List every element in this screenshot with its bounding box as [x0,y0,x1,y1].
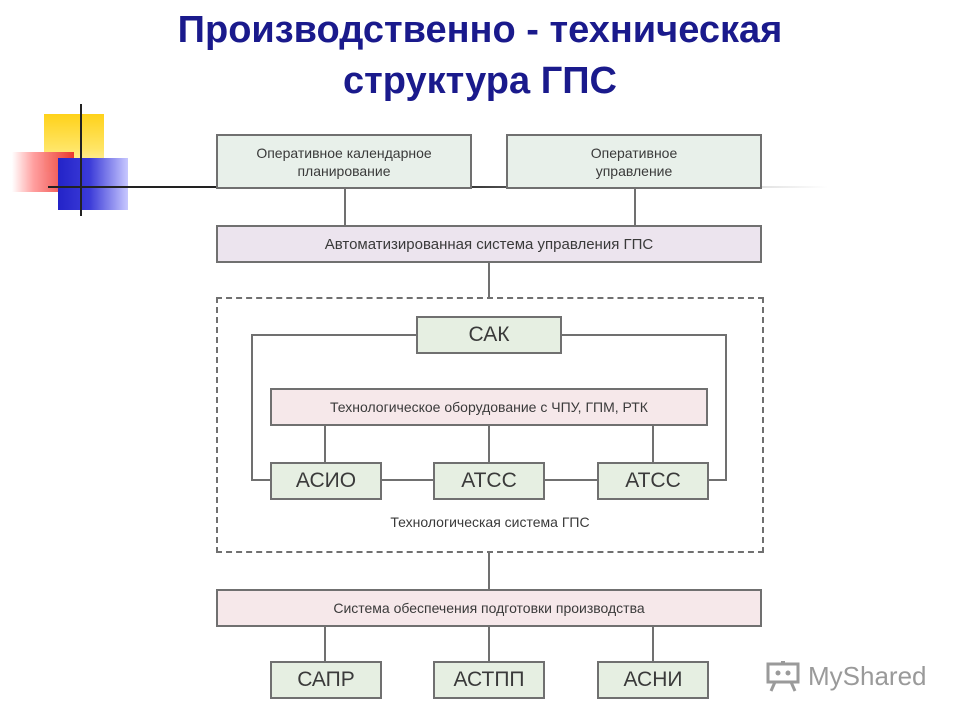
equipment-box: Технологическое оборудование с ЧПУ, ГПМ,… [270,388,708,426]
astpp-box: АСТПП [433,661,545,699]
tech-system-label: Технологическая система ГПС [390,514,590,530]
connector-sak-left [251,334,416,336]
connector-asu-tech-system [488,263,490,297]
calendar-planning-line-1: Оперативное календарное [256,144,432,161]
connector-sak-asio [251,479,271,481]
myshared-watermark: MyShared [766,656,927,696]
connector-asio-atss-1 [382,479,433,481]
operational-control-line-1: Оперативное [590,144,678,161]
connector-sak-left-down [251,334,253,481]
asu-box: Автоматизированная система управления ГП… [216,225,762,263]
decor-vertical-line [80,104,82,216]
asni-box: АСНИ [597,661,709,699]
connector-support-sapr [324,627,326,661]
decor-blue-square [58,158,128,210]
connector-sak-atss-2 [707,479,727,481]
connector-sak-right [562,334,727,336]
connector-tech-system-support [488,553,490,589]
connector-sak-right-down [725,334,727,481]
calendar-planning-box: Оперативное календарное планирование [216,134,472,189]
operational-control-line-2: управление [595,162,673,179]
connector-planning-asu [344,189,346,225]
atss-box-2: АТСС [597,462,709,500]
sapr-box: САПР [270,661,382,699]
presentation-board-icon [766,661,800,692]
connector-equipment-atss-2 [652,426,654,462]
atss-box-1: АТСС [433,462,545,500]
slide-title-line-2: структура ГПС [343,60,617,102]
slide-title-line-1: Производственно - техническая [177,9,783,51]
calendar-planning-line-2: планирование [297,162,391,179]
connector-support-asni [652,627,654,661]
sak-box: САК [416,316,562,354]
support-system-box: Система обеспечения подготовки производс… [216,589,762,627]
connector-atss-1-atss-2 [545,479,597,481]
connector-support-astpp [488,627,490,661]
connector-control-asu [634,189,636,225]
operational-control-box: Оперативное управление [506,134,762,189]
watermark-text: MyShared [808,660,927,691]
tech-system-frame [216,297,764,553]
asio-box: АСИО [270,462,382,500]
connector-equipment-asio [324,426,326,462]
connector-equipment-atss-1 [488,426,490,462]
